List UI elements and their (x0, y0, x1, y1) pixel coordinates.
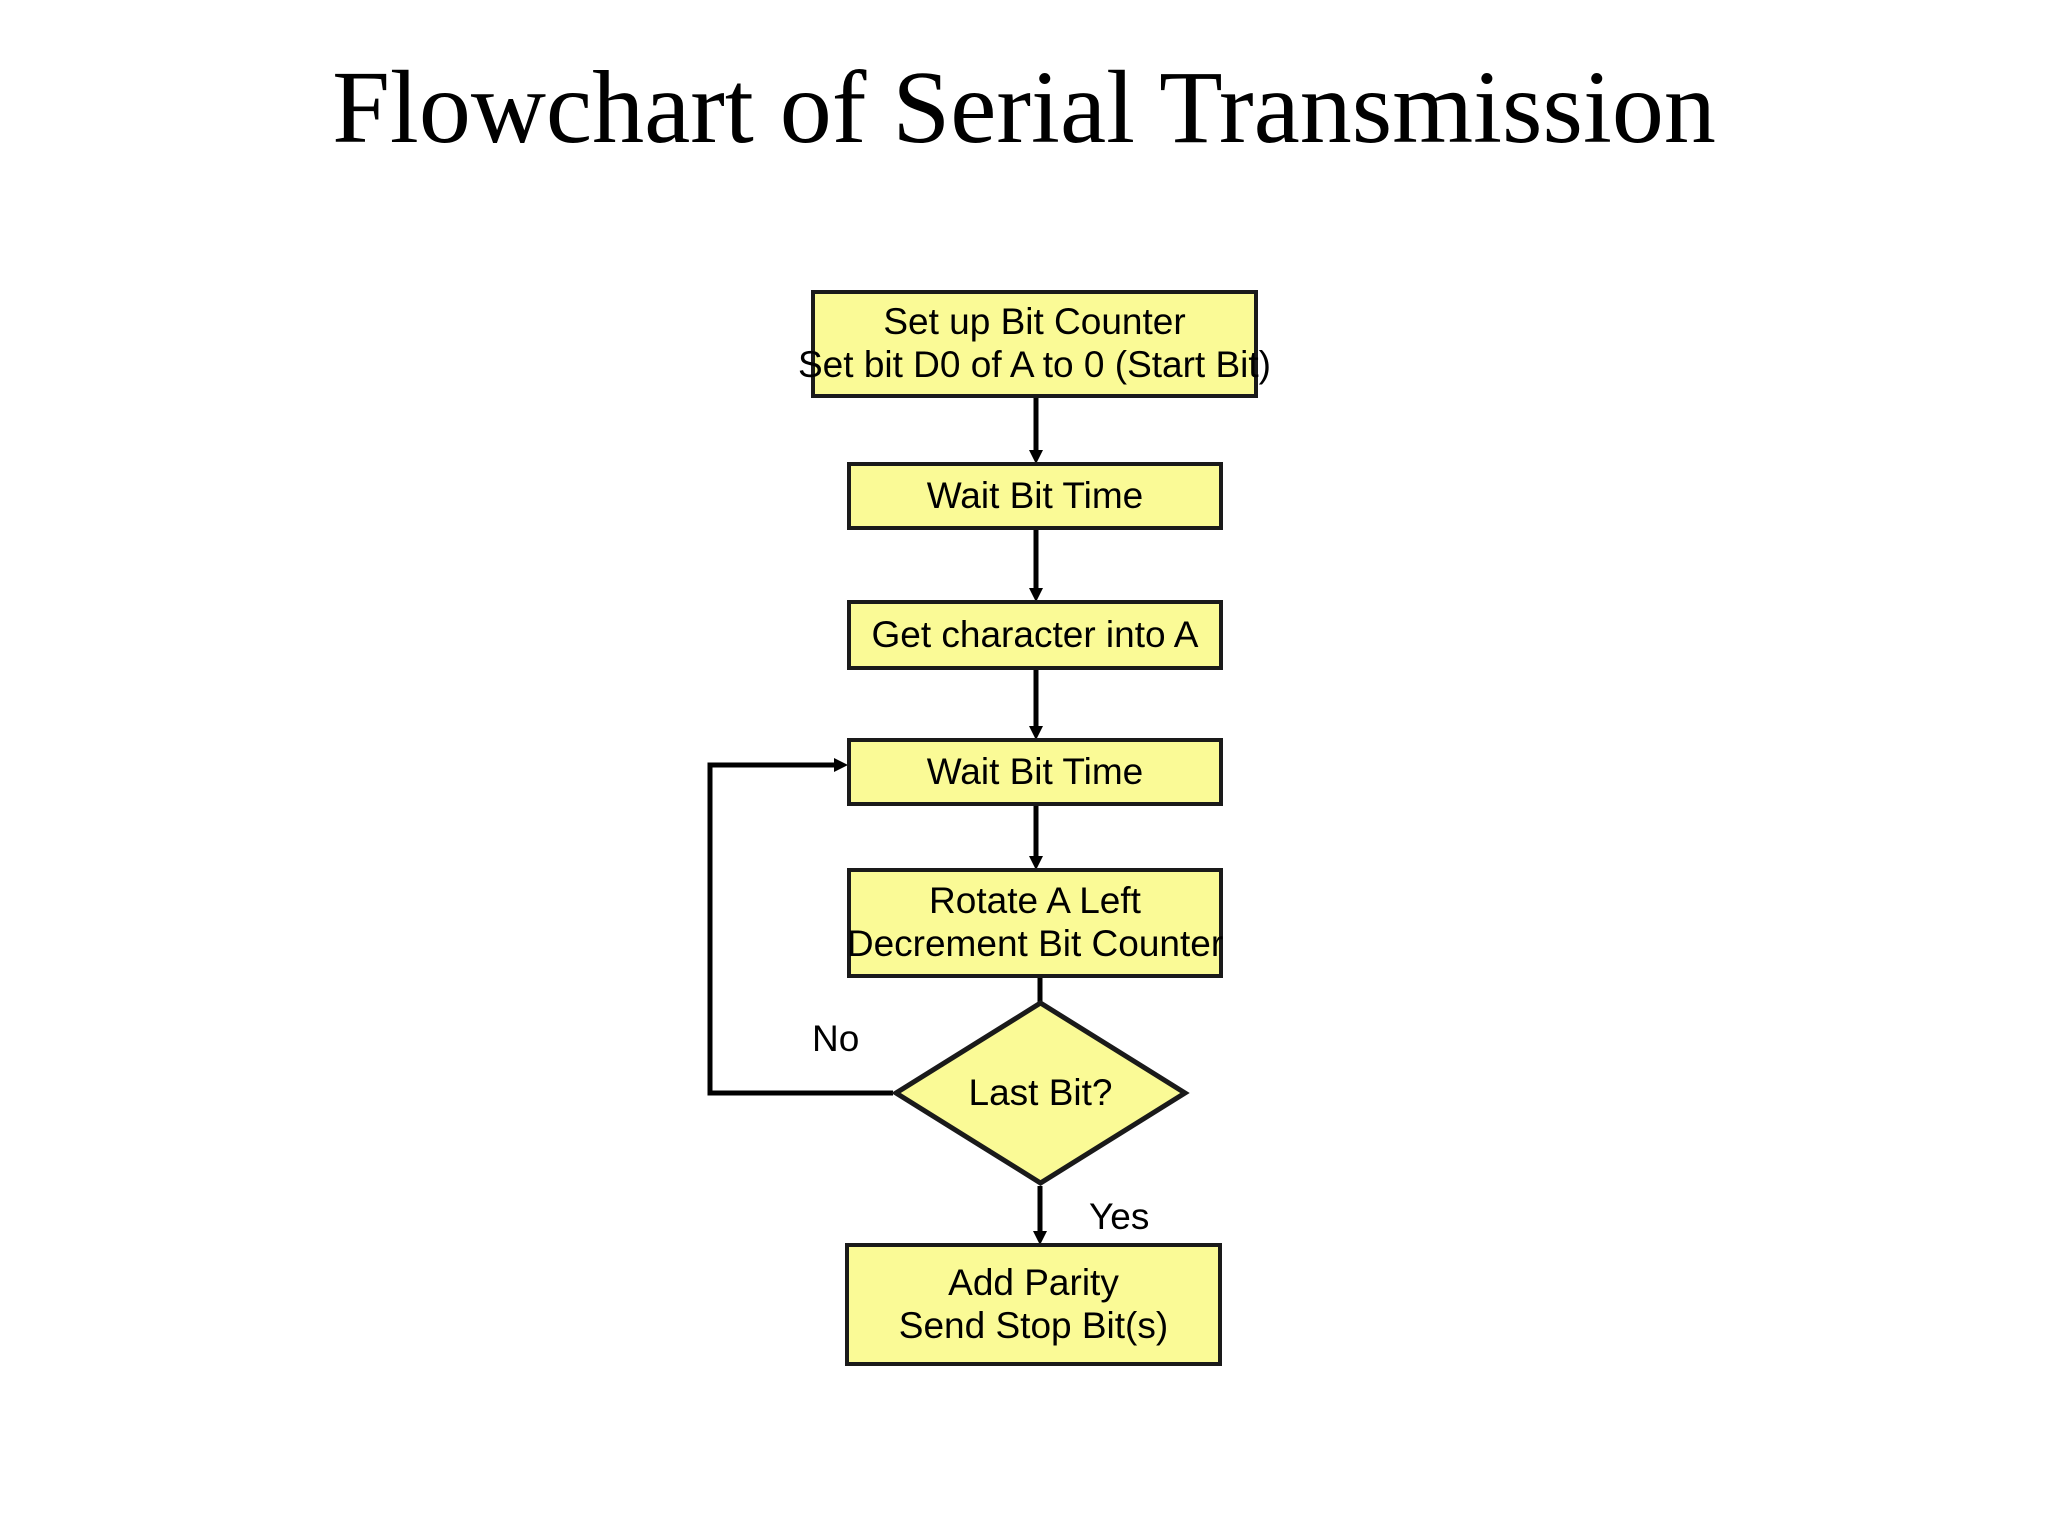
page-title: Flowchart of Serial Transmission (332, 50, 1716, 165)
flow-node-add-parity[interactable]: Add Parity Send Stop Bit(s) (845, 1243, 1222, 1366)
decision-diamond-shape (891, 1000, 1190, 1186)
flow-node-wait1-line1: Wait Bit Time (926, 474, 1144, 516)
flow-node-parity-line1: Add Parity (948, 1261, 1119, 1303)
flow-node-wait-bit-time-1[interactable]: Wait Bit Time (847, 462, 1223, 530)
flow-node-get-character-into-a[interactable]: Get character into A (847, 600, 1223, 670)
flow-node-rotate-a-left[interactable]: Rotate A Left Decrement Bit Counter (847, 868, 1223, 978)
flow-node-rotate-line1: Rotate A Left (929, 880, 1141, 922)
flow-node-parity-line2: Send Stop Bit(s) (898, 1304, 1169, 1346)
branch-label-yes: Yes (1089, 1196, 1150, 1237)
branch-label-no: No (812, 1018, 860, 1059)
flow-node-setup-bit-counter[interactable]: Set up Bit Counter Set bit D0 of A to 0 … (798, 290, 1271, 398)
flow-node-decision-last-bit[interactable]: Last Bit? (891, 1000, 1190, 1186)
flow-node-rotate-line2: Decrement Bit Counter (846, 923, 1224, 964)
flow-node-decision-label: Last Bit? (968, 1072, 1113, 1113)
flow-node-setup-line2: Set bit D0 of A to 0 (Start Bit) (798, 344, 1271, 385)
flow-node-wait2-line1: Wait Bit Time (926, 750, 1144, 792)
flow-node-getchar-line1: Get character into A (871, 613, 1199, 655)
flow-node-wait-bit-time-2[interactable]: Wait Bit Time (847, 738, 1223, 806)
flow-node-setup-line1: Set up Bit Counter (883, 301, 1186, 343)
